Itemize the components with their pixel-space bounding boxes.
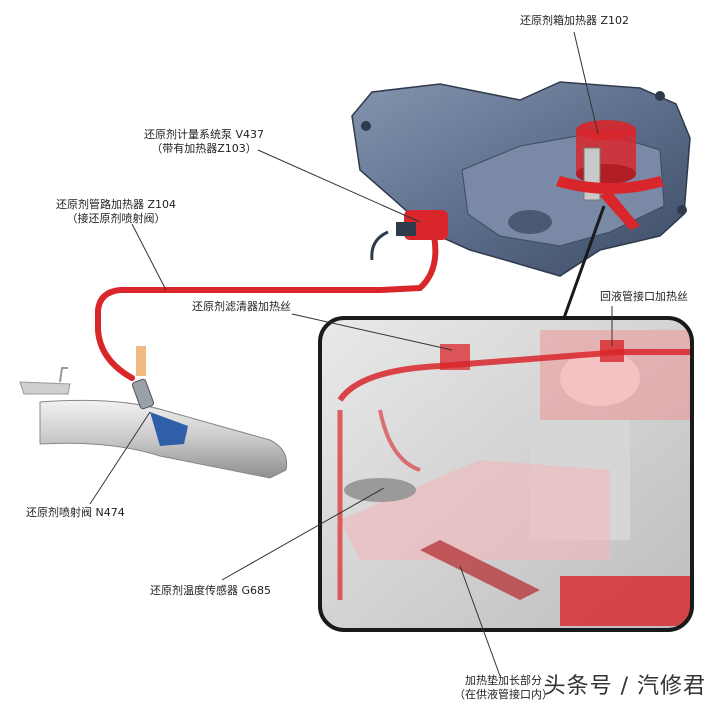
inset-pointer (562, 205, 606, 319)
label-temp-sensor: 还原剂温度传感器 G685 (150, 584, 272, 597)
label-return-heater: 回液管接口加热丝 (600, 290, 688, 303)
tank-heater-z102 (556, 120, 664, 230)
injector-n474 (131, 346, 188, 446)
reductant-tank (351, 81, 691, 277)
label-injector: 还原剂喷射阀 N474 (26, 506, 125, 519)
leader-lines (89, 31, 613, 677)
watermark-text: 头条号 / 汽修君 (543, 674, 706, 699)
label-line-heater: 还原剂管路加热器 Z104 （接还原剂喷射阀） (56, 198, 177, 225)
line-heater-z104 (95, 233, 439, 381)
label-dosing-pump: 还原剂计量系统泵 V437 （带有加热器Z103） (144, 128, 265, 155)
dosing-pump-v437 (370, 210, 448, 261)
label-filter-heater: 还原剂滤清器加热丝 (192, 300, 291, 313)
detail-inset (318, 316, 694, 632)
label-pad-heater: 加热垫加长部分 （在供液管接口内） (454, 674, 553, 701)
label-tank-heater: 还原剂箱加热器 Z102 (520, 14, 630, 27)
